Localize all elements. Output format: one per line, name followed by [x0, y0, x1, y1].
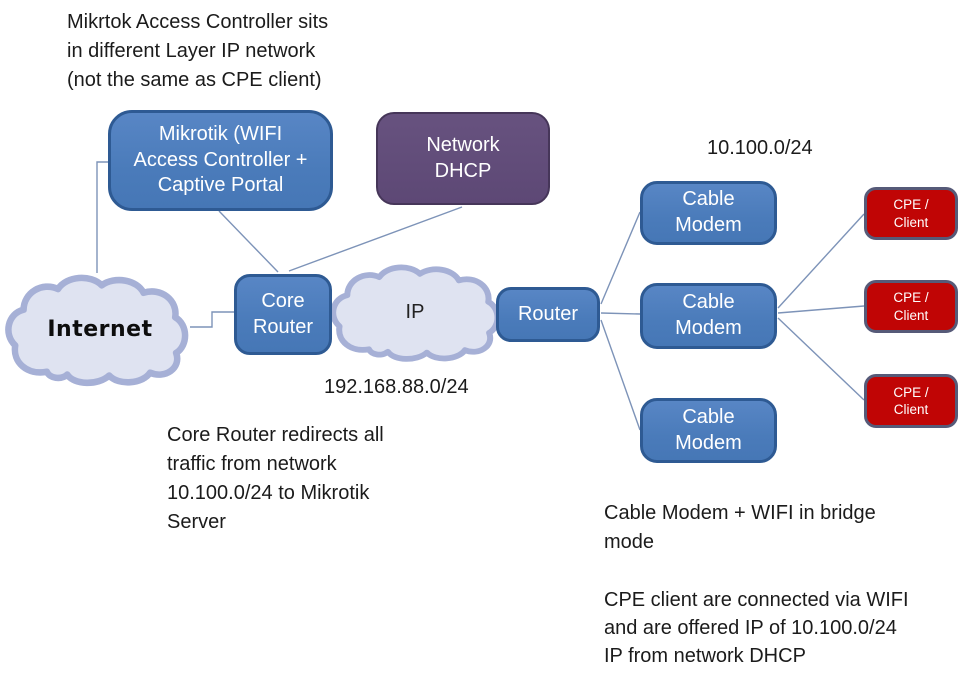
- cable-modem-3-node: Cable Modem: [640, 398, 777, 463]
- cpe-client-3-label: CPE / Client: [893, 384, 929, 417]
- cpe-client-1-node: CPE / Client: [864, 187, 958, 240]
- cable-modem-2-label: Cable Modem: [675, 291, 742, 339]
- network-dhcp-node: Network DHCP: [376, 112, 550, 205]
- cable-modem-3-label: Cable Modem: [675, 405, 742, 454]
- cable-modem-1-node: Cable Modem: [640, 181, 777, 245]
- core-router-label: Core Router: [252, 289, 314, 338]
- core-subnet-label: 192.168.88.0/24: [324, 376, 469, 398]
- link-router-cablemodem-2: [600, 312, 641, 315]
- link-cablemodem2-cpe-2: [777, 305, 865, 314]
- cable-modem-1-label: Cable Modem: [675, 188, 742, 236]
- link-internet-corerouter: [190, 311, 234, 328]
- cpe-client-2-node: CPE / Client: [864, 280, 958, 333]
- access-subnet-label: 10.100.0/24: [707, 137, 813, 159]
- link-cablemodem2-cpe-1: [777, 213, 865, 309]
- note-core-router-redirect: Core Router redirects all traffic from n…: [167, 424, 384, 533]
- cpe-client-3-node: CPE / Client: [864, 374, 958, 428]
- note-access-controller: Mikrtok Access Controller sits in differ…: [67, 11, 329, 91]
- mikrotik-label: Mikrotik (WIFI Access Controller + Capti…: [133, 123, 308, 197]
- link-mikrotik-internet: [96, 161, 108, 273]
- cable-modem-2-node: Cable Modem: [640, 283, 777, 349]
- cpe-client-1-label: CPE / Client: [893, 197, 929, 230]
- note-bridge-mode: Cable Modem + WIFI in bridge mode: [604, 502, 876, 553]
- core-router-node: Core Router: [234, 274, 332, 355]
- router-node: Router: [496, 287, 600, 342]
- note-cpe-wifi: CPE client are connected via WIFI and ar…: [604, 589, 909, 667]
- internet-cloud-label: Internet: [47, 317, 153, 342]
- link-cablemodem2-cpe-3: [777, 317, 865, 401]
- link-router-cablemodem-1: [600, 211, 641, 305]
- link-router-cablemodem-3: [600, 319, 641, 431]
- network-dhcp-label: Network DHCP: [426, 133, 500, 182]
- link-dhcp-corerouter: [288, 206, 463, 272]
- router-label: Router: [517, 302, 579, 325]
- mikrotik-node: Mikrotik (WIFI Access Controller + Capti…: [108, 110, 333, 211]
- cpe-client-2-label: CPE / Client: [893, 290, 929, 323]
- link-mikrotik-corerouter: [218, 210, 279, 273]
- ip-cloud-label: IP: [405, 301, 425, 323]
